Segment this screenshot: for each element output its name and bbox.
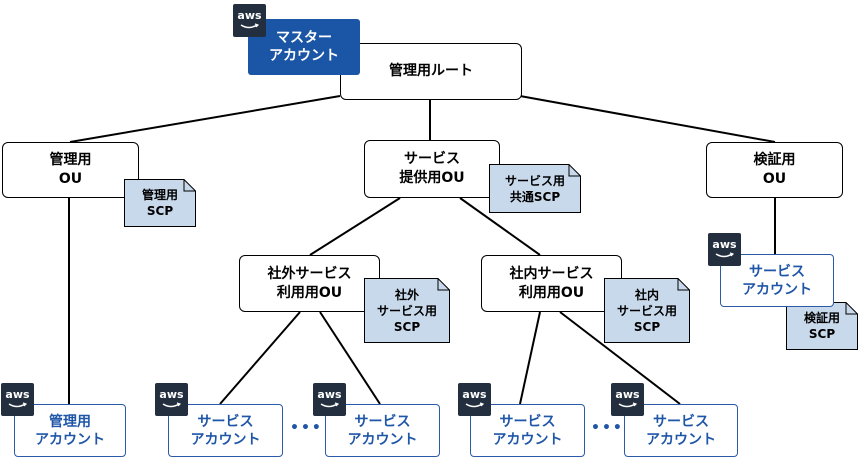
ou-internal-service[interactable]: 社内サービス 利用用OU [481,255,622,312]
edge-root-verification [519,95,776,143]
edge-internal-account2 [559,311,681,405]
ellipsis-internal: ••• [591,420,624,436]
edge-service-external [309,197,401,256]
ou-management[interactable]: 管理用 OU [2,142,139,198]
master-account-line1: マスター [276,30,332,46]
aws-logo-icon: aws [155,383,188,416]
account-management[interactable]: 管理用 アカウント [14,404,126,457]
edge-external-account2 [319,311,381,405]
scp-document-icon [489,164,581,213]
scp-document-icon [786,302,858,350]
aws-logo-icon: aws [233,4,266,37]
aws-logo-icon: aws [1,383,34,416]
scp-document-icon [124,179,196,227]
scp-verification[interactable]: 検証用 SCP [786,302,858,350]
scp-internal-service[interactable]: 社内 サービス用 SCP [604,278,690,343]
account-internal-2[interactable]: サービス アカウント [624,404,738,457]
ou-external-service[interactable]: 社外サービス 利用用OU [239,255,380,312]
edge-internal-account1 [519,311,541,405]
scp-document-icon [604,278,690,343]
edge-external-account1 [219,311,301,405]
ou-service[interactable]: サービス 提供用OU [364,140,500,198]
edge-service-internal [459,197,541,256]
root-node[interactable]: 管理用ルート [340,43,522,100]
aws-logo-icon: aws [313,383,346,416]
account-verification[interactable]: サービス アカウント [720,254,834,307]
edge-root-management [69,95,341,143]
ellipsis-external: ••• [290,420,323,436]
scp-service-common[interactable]: サービス用 共通SCP [489,164,581,213]
master-account[interactable]: マスター アカウント [248,19,360,75]
aws-logo-icon: aws [458,383,491,416]
aws-logo-icon: aws [708,233,741,266]
root-label: 管理用ルート [389,63,473,79]
aws-logo-icon: aws [611,383,644,416]
ou-verification[interactable]: 検証用 OU [706,142,843,198]
scp-external-service[interactable]: 社外 サービス用 SCP [364,278,450,343]
scp-management[interactable]: 管理用 SCP [124,179,196,227]
master-account-line2: アカウント [269,48,339,64]
scp-document-icon [364,278,450,343]
